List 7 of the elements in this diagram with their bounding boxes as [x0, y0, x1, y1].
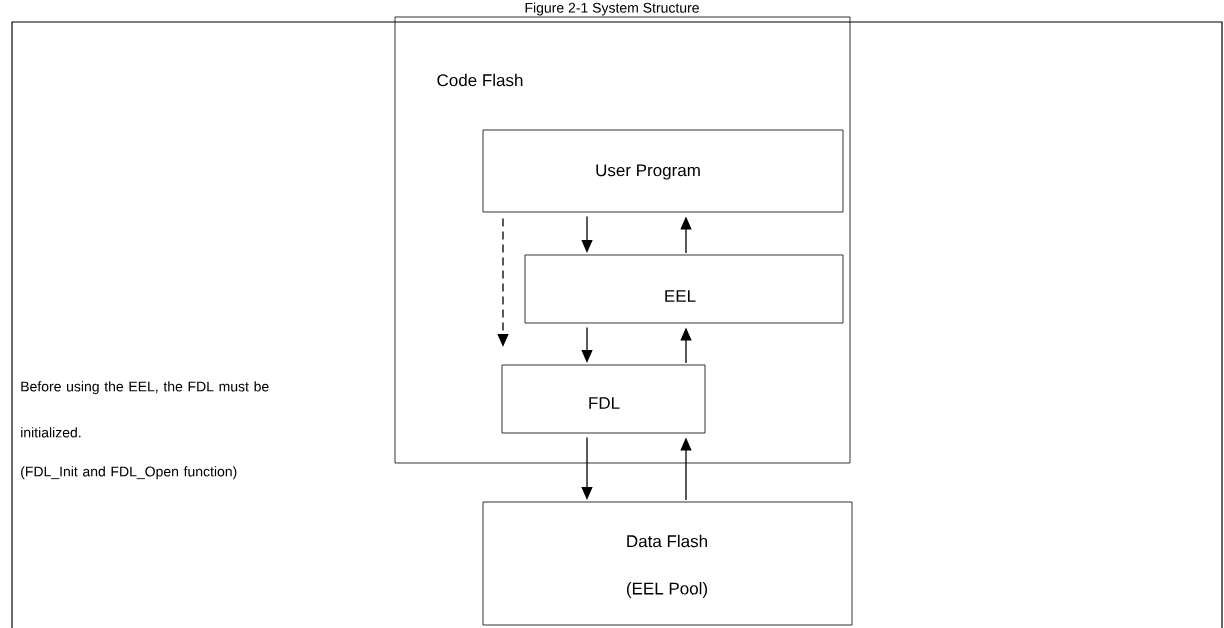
module-box: EEL	[524, 254, 844, 324]
note-text: Before using the EEL, the FDL must be initialized.	[21, 381, 269, 438]
module-box: User Program	[482, 129, 844, 213]
note-text: (FDL_Init and FDL_Open function)	[21, 466, 237, 480]
memory-box: Data Flash (EEL Pool)	[482, 501, 853, 626]
figure-title: Figure 2-1 System Structure	[525, 2, 699, 16]
module-box: FDL	[501, 364, 706, 434]
